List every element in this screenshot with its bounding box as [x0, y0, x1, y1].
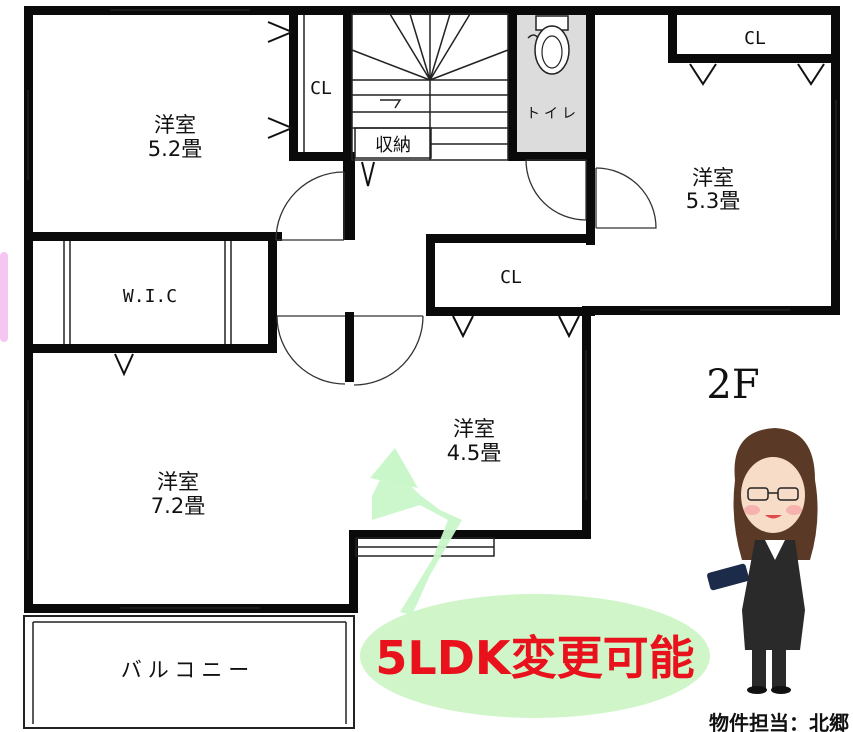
- arrow-icon: [372, 450, 462, 615]
- room-ne-name: 洋室: [692, 166, 734, 190]
- room-sw-name: 洋室: [157, 470, 199, 494]
- room-ne-size: 5.3畳: [686, 189, 740, 213]
- toilet-icon: [527, 15, 570, 75]
- doors: [275, 159, 657, 386]
- windows: [27, 9, 837, 609]
- wic-label: W.I.C: [123, 286, 177, 307]
- closet-center-label: CL: [500, 267, 522, 288]
- left-tab-marker: [0, 252, 8, 342]
- promo-bubble: [360, 594, 710, 718]
- room-center-size: 4.5畳: [447, 441, 501, 465]
- wic-shelves: [63, 241, 232, 344]
- room-sw-size: 7.2畳: [151, 494, 205, 518]
- arrow-head-icon: [370, 448, 418, 488]
- room-center-name: 洋室: [453, 417, 495, 441]
- closet-ne-label: CL: [744, 28, 766, 49]
- storage-label: 収納: [375, 135, 411, 156]
- room-nw-name: 洋室: [154, 113, 196, 137]
- closet-nw-label: CL: [310, 78, 332, 99]
- staff-caption: 物件担当：北郷: [709, 711, 849, 732]
- closet-door-markers: [114, 21, 825, 377]
- room-nw-size: 5.2畳: [148, 137, 202, 161]
- staff-avatar: [707, 428, 818, 694]
- balcony-label: バルコニー: [121, 658, 256, 682]
- floor-label: 2F: [706, 362, 759, 408]
- promo-text: 5LDK変更可能: [375, 631, 694, 685]
- balcony: [23, 615, 355, 729]
- toilet-label: トイレ: [526, 106, 580, 122]
- staircase: [351, 13, 509, 161]
